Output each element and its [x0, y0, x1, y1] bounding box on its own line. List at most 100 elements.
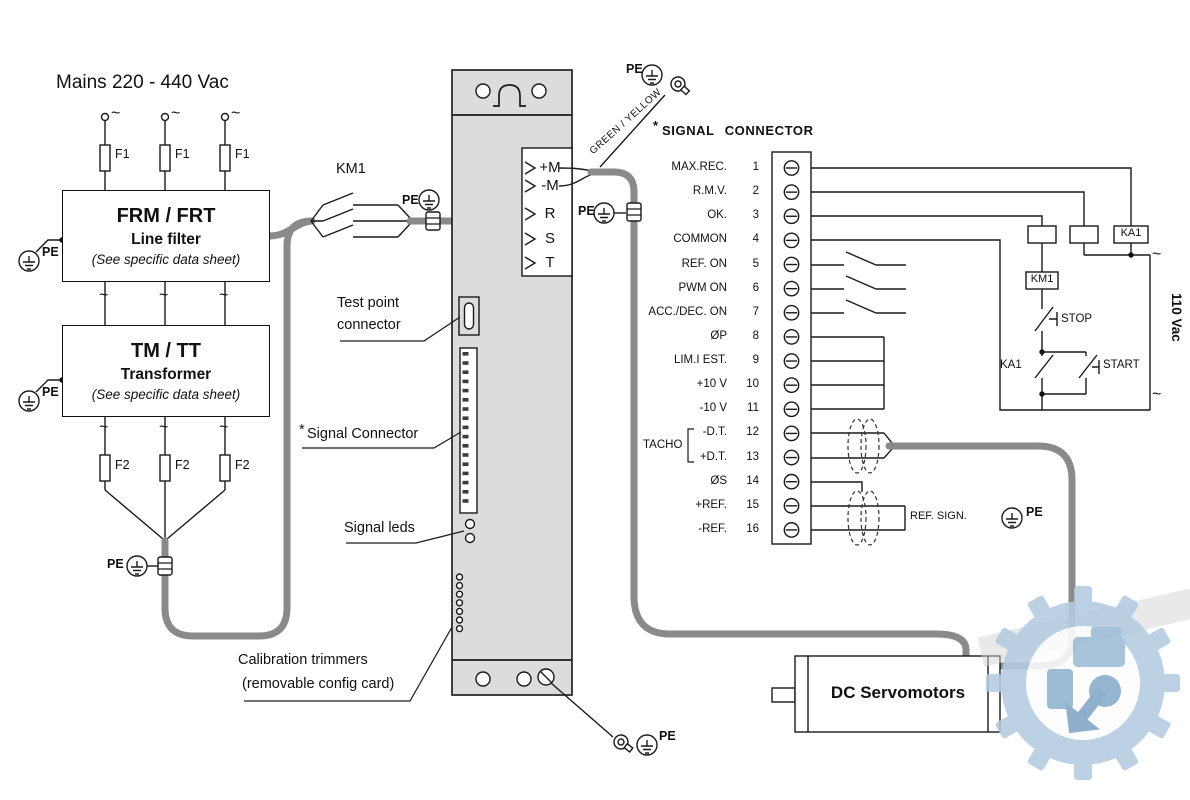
phase-symbol: ~ [231, 105, 241, 122]
signal-row-number: 3 [752, 209, 759, 222]
signal-row-number: 5 [752, 257, 759, 270]
signal-row-number: 6 [752, 281, 759, 294]
mains-title: Mains 220 - 440 Vac [56, 72, 229, 93]
connector-pin-icon [462, 370, 469, 374]
ref-sign-label: REF. SIGN. [910, 510, 967, 522]
signal-leds-label: Signal leds [344, 520, 415, 536]
power-terminal-block [521, 147, 573, 277]
connector-pin-icon [462, 453, 469, 457]
signal-row-number: 12 [746, 426, 759, 439]
phase-symbol: ~ [99, 287, 109, 304]
connector-pin-icon [462, 499, 469, 503]
fuse-f2-icon [219, 454, 231, 482]
motor-shaft [771, 687, 796, 703]
connector-pin-icon [462, 462, 469, 466]
terminal-s: S [544, 230, 555, 247]
trimmer-icon [455, 624, 464, 633]
test-point-label-line2: connector [337, 317, 401, 333]
phase-symbol: ~ [159, 287, 169, 304]
mounting-hole-icon [531, 83, 547, 99]
cable-shield-icon [847, 490, 867, 546]
motor-power-cable [558, 64, 970, 661]
calibration-label-line1: Calibration trimmers [238, 652, 368, 668]
connector-pin-icon [462, 490, 469, 494]
pe-label: PE [42, 385, 59, 399]
terminal-minus-m: -M [541, 177, 559, 194]
dc-servomotor [771, 655, 1001, 733]
pe-label: PE [578, 204, 595, 218]
connector-pin-icon [462, 471, 469, 476]
line-filter-title: FRM / FRT [116, 205, 216, 227]
trimmer-icon [455, 599, 464, 607]
gear-icon [986, 586, 1180, 780]
fuse-f1-icon [159, 144, 171, 172]
line-filter-subtitle: Line filter [131, 231, 201, 248]
phase-symbol: ~ [171, 105, 181, 122]
trimmer-icon [455, 607, 464, 616]
tacho-label: TACHO [643, 439, 683, 451]
trimmer-icon [455, 573, 464, 581]
trimmer-icon [455, 581, 464, 590]
fuse-label-f2: F2 [115, 458, 130, 472]
start-button-label: START [1103, 359, 1140, 371]
pe-label: PE [659, 729, 676, 743]
drive-bottom-pe [550, 682, 658, 757]
fuse-label-f1: F1 [175, 147, 190, 161]
relay-box-1 [1027, 225, 1057, 244]
ka1-relay-label: KA1 [1120, 227, 1142, 239]
cable-shield-icon [847, 418, 867, 474]
watermark-logo [977, 586, 1190, 780]
pe-label: PE [42, 245, 59, 259]
signal-row-number: 8 [752, 329, 759, 342]
signal-row-label: +D.T. [699, 450, 727, 463]
transformer-subtitle: Transformer [120, 366, 212, 383]
km1-coil-label: KM1 [1030, 273, 1054, 285]
phase-symbol: ~ [111, 105, 121, 122]
signal-leds [464, 518, 476, 544]
connector-pin-icon [462, 425, 469, 430]
signal-row-number: 2 [752, 185, 759, 198]
mounting-hole-icon [516, 671, 532, 687]
phase-symbol: ~ [1152, 386, 1162, 403]
signal-row-label: PWM ON [678, 281, 727, 294]
connector-pin-icon [462, 388, 469, 393]
fuse-label-f1: F1 [235, 147, 250, 161]
signal-row-label: -REF. [698, 522, 727, 535]
control-circuit [1025, 225, 1151, 410]
ground-icon [636, 734, 658, 756]
stop-button-label: STOP [1061, 313, 1093, 325]
cable-clamp-icon [425, 211, 441, 231]
calibration-trimmers [455, 573, 464, 633]
transformer-note: (See specific data sheet) [91, 387, 241, 402]
cable-clamp-icon [157, 556, 173, 576]
ground-icon [126, 555, 148, 577]
signal-row-number: 1 [752, 161, 759, 173]
mounting-hole-icon [475, 83, 491, 99]
signal-connector-label: Signal Connector [307, 426, 419, 442]
connector-pin-icon [462, 361, 469, 365]
drive-module [244, 69, 573, 702]
phase-symbol: ~ [219, 287, 229, 304]
terminal-r: R [544, 205, 556, 222]
phase-symbol: ~ [99, 419, 109, 436]
signal-row-label: OK. [707, 209, 727, 222]
connector-pin-icon [462, 352, 469, 356]
mounting-hole-icon [475, 671, 491, 687]
supply-voltage-label: 110 Vac [1169, 293, 1184, 342]
relay-box-2 [1069, 225, 1099, 244]
ground-icon [18, 390, 40, 412]
test-point-connector [458, 296, 480, 336]
pe-label: PE [626, 62, 643, 76]
connector-pin-icon [462, 434, 469, 439]
phase-symbol: ~ [159, 419, 169, 436]
line-filter-box: FRM / FRT Line filter (See specific data… [62, 190, 270, 282]
tacho-bracket [687, 428, 694, 463]
pe-label: PE [402, 193, 419, 207]
fuse-label-f1: F1 [115, 147, 130, 161]
pe-label: PE [1026, 505, 1043, 519]
ring-terminal-icon [667, 73, 694, 99]
phase-symbol: ~ [219, 419, 229, 436]
fuse-label-f2: F2 [235, 458, 250, 472]
